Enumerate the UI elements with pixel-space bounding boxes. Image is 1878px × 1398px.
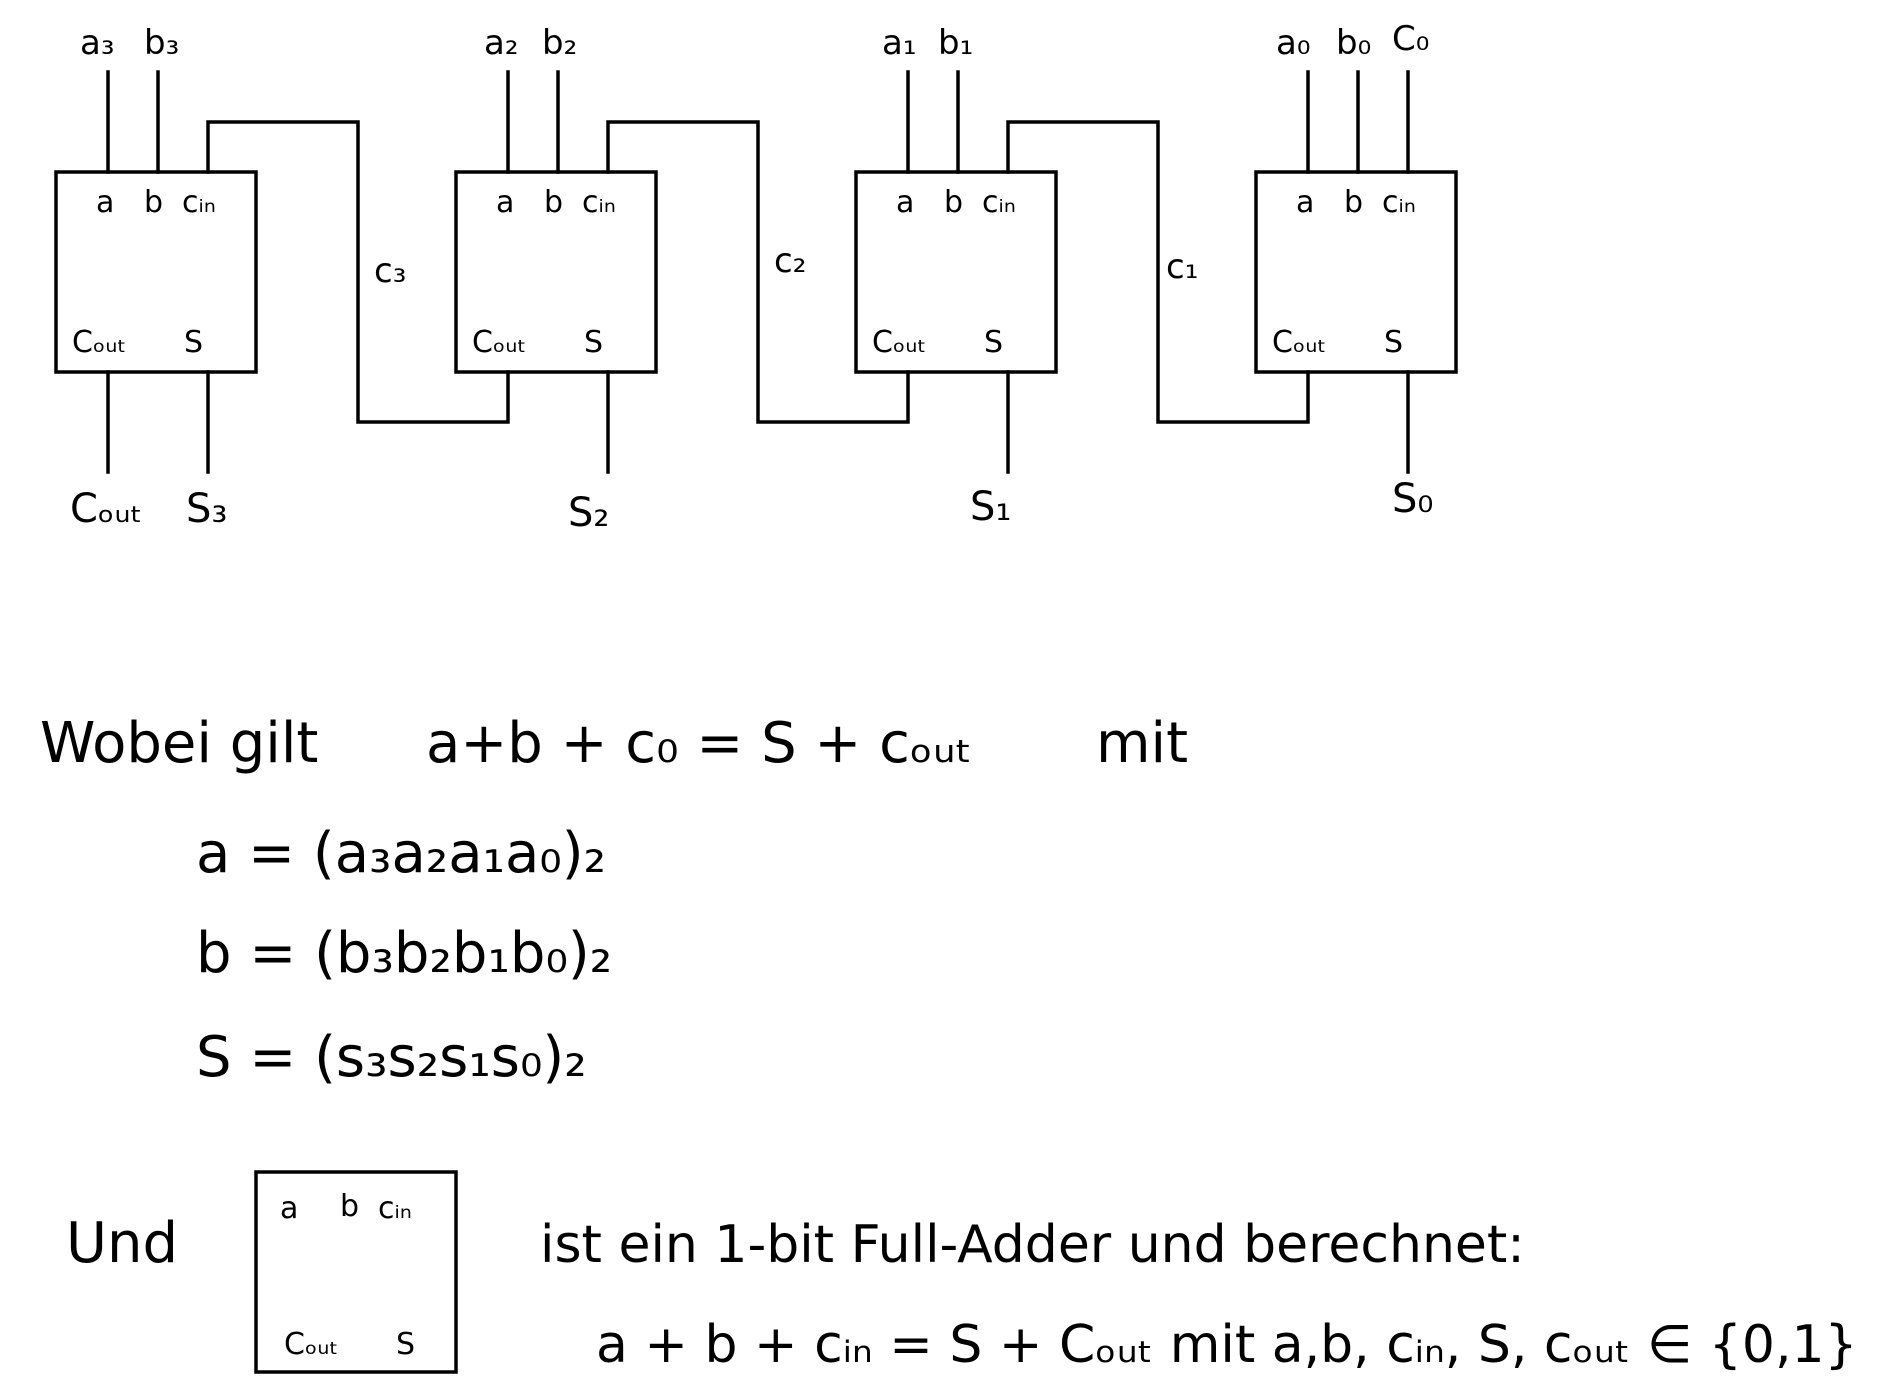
port-a-label: a [96, 185, 114, 220]
adder-box [254, 1170, 458, 1374]
port-cout-label: Cₒᵤₜ [872, 325, 926, 360]
port-b-label: b [544, 185, 563, 220]
und-text: Und [66, 1211, 178, 1276]
port-s-label: S [584, 325, 603, 360]
port-b-label: b [340, 1189, 359, 1224]
input-b-label: b₀ [1336, 23, 1371, 63]
input-a-label: a₀ [1276, 23, 1310, 63]
port-cout-label: Cₒᵤₜ [284, 1327, 338, 1362]
port-b-label: b [144, 185, 163, 220]
full-adder-bit3: a b cᵢₙ Cₒᵤₜ S a₃ b₃ Cₒᵤₜ S₃ [54, 23, 258, 532]
port-s-label: S [984, 325, 1003, 360]
input-a-label: a₂ [484, 23, 518, 63]
port-s-label: S [396, 1327, 415, 1362]
port-b-label: b [1344, 185, 1363, 220]
output-s-label: S₀ [1392, 476, 1433, 522]
full-adder-bit1: a b cᵢₙ Cₒᵤₜ S a₁ b₁ S₁ [854, 23, 1058, 530]
input-b-label: b₂ [542, 23, 577, 63]
intro-text: Wobei gilt [40, 711, 318, 776]
port-a-label: a [1296, 185, 1314, 220]
output-cout-label: Cₒᵤₜ [70, 486, 142, 532]
carry-label-c2: c₂ [774, 241, 806, 281]
legend: Und a b cᵢₙ Cₒᵤₜ S ist ein 1-bit Full-Ad… [66, 1170, 1858, 1375]
a-definition: a = (a₃a₂a₁a₀)₂ [196, 821, 606, 886]
carry-label-c1: c₁ [1166, 247, 1198, 287]
mit-text: mit [1096, 711, 1188, 776]
legend-adder-box: a b cᵢₙ Cₒᵤₜ S [254, 1170, 458, 1374]
port-cin-label: cᵢₙ [182, 185, 216, 220]
output-s-label: S₃ [186, 486, 227, 532]
adder-box [454, 170, 658, 374]
legend-description: ist ein 1-bit Full-Adder und berechnet: [540, 1215, 1525, 1275]
input-c0-label: C₀ [1392, 19, 1429, 59]
port-s-label: S [1384, 325, 1403, 360]
port-s-label: S [184, 325, 203, 360]
port-b-label: b [944, 185, 963, 220]
carry-label-c3: c₃ [374, 251, 406, 291]
adder-box [54, 170, 258, 374]
adder-box [854, 170, 1058, 374]
full-adder-bit2: a b cᵢₙ Cₒᵤₜ S a₂ b₂ S₂ [454, 23, 658, 536]
port-a-label: a [496, 185, 514, 220]
port-cout-label: Cₒᵤₜ [72, 325, 126, 360]
legend-formula: a + b + cᵢₙ = S + Cₒᵤₜ mit a,b, cᵢₙ, S, … [596, 1315, 1858, 1375]
full-adder-bit0: a b cᵢₙ Cₒᵤₜ S a₀ b₀ C₀ S₀ [1254, 19, 1458, 522]
port-a-label: a [280, 1191, 298, 1226]
carry-wire-c1: c₁ [1006, 120, 1310, 424]
carry-wire-c2: c₂ [606, 120, 910, 424]
port-a-label: a [896, 185, 914, 220]
input-a-label: a₃ [80, 23, 114, 63]
port-cout-label: Cₒᵤₜ [472, 325, 526, 360]
main-equation: a+b + c₀ = S + cₒᵤₜ [426, 711, 972, 776]
port-cin-label: cᵢₙ [1382, 185, 1416, 220]
input-b-label: b₁ [938, 23, 973, 63]
port-cin-label: cᵢₙ [982, 185, 1016, 220]
port-cin-label: cᵢₙ [378, 1191, 412, 1226]
output-s-label: S₂ [568, 490, 609, 536]
input-a-label: a₁ [882, 23, 916, 63]
adder-box [1254, 170, 1458, 374]
carry-wire-c3: c₃ [206, 120, 510, 424]
b-definition: b = (b₃b₂b₁b₀)₂ [196, 921, 612, 986]
definitions: Wobei gilt a+b + c₀ = S + cₒᵤₜ mit a = (… [40, 711, 1188, 1090]
port-cout-label: Cₒᵤₜ [1272, 325, 1326, 360]
output-s-label: S₁ [970, 484, 1011, 530]
s-definition: S = (s₃s₂s₁s₀)₂ [196, 1025, 587, 1090]
port-cin-label: cᵢₙ [582, 185, 616, 220]
input-b-label: b₃ [144, 23, 179, 63]
